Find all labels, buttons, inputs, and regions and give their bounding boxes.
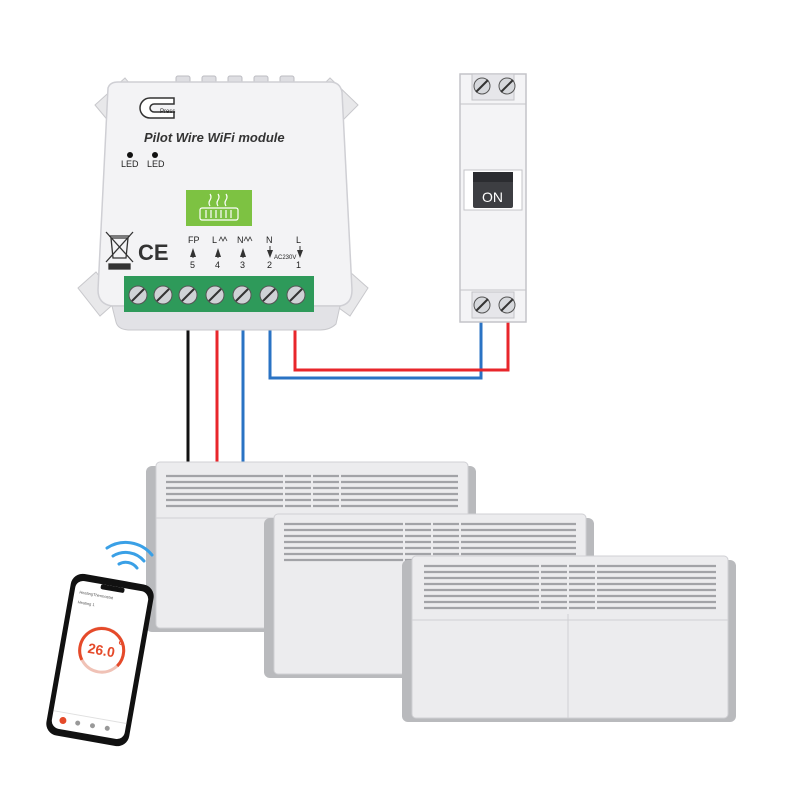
temperature-unit: °: [117, 637, 125, 654]
terminal-label-4: L: [212, 235, 217, 245]
nav-item-icon[interactable]: [75, 720, 81, 726]
breaker-top-screws: [473, 77, 516, 95]
temperature-value: 26.0: [87, 640, 117, 661]
terminal-number-3: 3: [240, 260, 245, 270]
ac-voltage-label: AC230V: [274, 255, 296, 261]
terminal-label-5: FP: [188, 235, 200, 245]
terminal-screw: [286, 285, 306, 305]
press-button[interactable]: [139, 97, 175, 119]
app-title: HeatingThermostat: [79, 589, 114, 600]
terminal-screw: [205, 285, 225, 305]
wifi-icon: [105, 540, 154, 570]
pilot-symbol-icons: [218, 236, 253, 242]
terminal-screw: [232, 285, 252, 305]
module-title: Pilot Wire WiFi module: [144, 130, 285, 145]
terminal-label-1: L: [296, 235, 301, 245]
ce-mark: CE: [138, 240, 169, 265]
terminal-label-3: N: [237, 235, 244, 245]
press-label: Press: [160, 109, 175, 115]
terminal-arrows: [190, 246, 303, 258]
terminal-number-2: 2: [267, 260, 272, 270]
circuit-breaker: ON: [459, 73, 527, 323]
nav-home-icon[interactable]: [59, 716, 67, 724]
terminal-screw: [153, 285, 173, 305]
terminal-screw: [259, 285, 279, 305]
breaker-bottom-screws: [473, 296, 516, 314]
terminal-screw: [178, 285, 198, 305]
app-subtitle: Heating 1: [77, 599, 95, 607]
weee-bin-icon: [105, 231, 134, 270]
terminal-number-4: 4: [215, 260, 220, 270]
led-indicator-2: [152, 152, 158, 158]
live-wire-supply: [293, 318, 510, 372]
nav-item-icon[interactable]: [89, 723, 96, 729]
pilot-wire-module: Press Pilot Wire WiFi module LED LED: [77, 75, 369, 331]
terminal-screws[interactable]: [128, 285, 306, 305]
terminal-screw: [128, 285, 148, 305]
breaker-switch-label: ON: [482, 189, 503, 205]
led-indicator-1: [127, 152, 133, 158]
heater-3: [402, 555, 736, 722]
terminal-label-2: N: [266, 235, 273, 245]
led-label-1: LED: [121, 159, 139, 169]
neutral-wire-supply: [268, 318, 483, 380]
smartphone: HeatingThermostat Heating 1 26.0 °: [46, 573, 154, 747]
led-label-2: LED: [147, 159, 165, 169]
terminal-number-5: 5: [190, 260, 195, 270]
terminal-number-1: 1: [296, 260, 301, 270]
wires: [186, 318, 510, 468]
heater-icon: [199, 193, 239, 221]
nav-item-icon[interactable]: [104, 725, 110, 731]
